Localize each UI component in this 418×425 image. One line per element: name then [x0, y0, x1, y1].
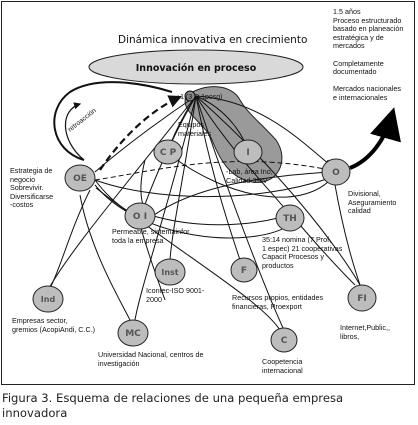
note-line: Completamente: [333, 58, 384, 68]
note-line: mercados: [333, 41, 365, 51]
note-line: financieras, Proexport: [232, 301, 302, 311]
note-line: 2000: [146, 294, 162, 304]
node-oe: [64, 164, 96, 192]
node-inst: [154, 258, 186, 286]
note-line: gremios (AcopiAndi, C.C.): [12, 324, 96, 334]
loop-label: retroacción: [67, 107, 98, 133]
note-line: calidad: [348, 206, 371, 216]
node-ind: [32, 285, 64, 313]
dashed-arrow: [99, 95, 183, 171]
note-line: 1.5 años: [333, 7, 361, 16]
note-line: Aseguramiento: [348, 197, 397, 207]
banner-text: Innovación en proceso: [136, 63, 257, 74]
note-line: 1 espec) 21 cooperativas: [262, 243, 343, 253]
note-line: Empresas sector,: [12, 316, 68, 325]
note-line: e internacionales: [333, 92, 388, 102]
node-fi-label: FI: [357, 294, 367, 304]
note-line: Calidad 3%V: [226, 175, 268, 185]
note-line: Capacit Procesos y: [262, 252, 324, 262]
node-th: [275, 204, 305, 232]
node-mc: [117, 319, 149, 347]
node-i: [233, 139, 263, 165]
note-line: toda la empresa: [112, 235, 164, 245]
node-oi: [124, 202, 156, 230]
innovation-banner: [88, 49, 304, 85]
figure-caption: Figura 3. Esquema de relaciones de una p…: [2, 391, 412, 421]
note-line: Equipos: [178, 120, 204, 129]
node-fi: [347, 284, 377, 312]
node-c-label: C: [281, 336, 288, 346]
node-mc-label: MC: [125, 329, 141, 339]
note-line: Universidad Nacional, centros de: [98, 350, 204, 359]
note-line: investigación: [98, 358, 140, 368]
note-line: Coopetencia: [262, 357, 303, 366]
note-line: 35:14 nomina (7 Prof,: [262, 235, 332, 244]
note-line: Sobrevivir.: [10, 183, 44, 193]
note-line: Recursos propios, entidades: [232, 293, 324, 302]
feedback-loop: [53, 81, 173, 161]
diagram-title: Dinámica innovativa en crecimiento: [118, 34, 308, 46]
note-line: productos: [262, 260, 294, 270]
center-node: [184, 90, 196, 102]
growth-arrow: [349, 107, 401, 170]
note-line: estratégica y de: [333, 32, 384, 42]
note-line: libros,: [340, 331, 360, 341]
node-cp: [153, 139, 183, 165]
note-line: internacional: [262, 365, 303, 375]
node-o-label: O: [332, 168, 340, 178]
note-line: Estrategia de: [10, 166, 53, 175]
note-line: Divisional,: [348, 189, 381, 198]
note-line: Mercados nacionales: [333, 84, 401, 94]
note-line: -costos: [10, 200, 34, 210]
note-line: negocio: [10, 174, 36, 184]
node-oi-label: O I: [133, 212, 147, 222]
note-line: Permeable, sistemainfor: [112, 227, 190, 236]
caption-line-1: Figura 3. Esquema de relaciones de una p…: [2, 391, 344, 405]
note-line: Diversificarse: [10, 191, 54, 201]
node-th-label: TH: [283, 214, 297, 224]
node-f-label: F: [241, 266, 247, 276]
node-f: [230, 257, 258, 283]
feedback-loop-arrow: [64, 102, 85, 161]
node-oe-label: OE: [73, 174, 87, 184]
node-ind-label: Ind: [41, 295, 56, 304]
node-o: [321, 158, 351, 186]
node-i-label: I: [246, 148, 249, 158]
note-line: materiales: [178, 128, 212, 138]
note-line: documentado: [333, 67, 377, 77]
node-c: [270, 327, 298, 353]
note-line: -Lab, área Ino,: [226, 167, 273, 176]
caption-line-2: innovadora: [2, 406, 68, 420]
nodes: [32, 139, 377, 353]
inst-side-note: Icontec-ISO 9001-2000: [146, 286, 205, 304]
note-line: basado en planeación: [333, 24, 404, 34]
note-line: Internet,Public,,: [340, 323, 390, 332]
ind-side-note: Empresas sector,gremios (AcopiAndi, C.C.…: [12, 316, 96, 334]
th-side-note: 35:14 nomina (7 Prof,1 espec) 21 coopera…: [262, 235, 343, 270]
node-inst-label: Inst: [161, 268, 178, 277]
i-side-note: -Lab, área Ino,Calidad 3%V: [226, 167, 273, 185]
fi-side-note: Internet,Public,,libros,: [340, 323, 390, 341]
center-label: +1 (3 R 1posg): [176, 94, 223, 101]
node-cp-label: C P: [160, 148, 177, 158]
note-line: Proceso estructurado: [333, 15, 402, 25]
note-line: Icontec-ISO 9001-: [146, 286, 205, 295]
